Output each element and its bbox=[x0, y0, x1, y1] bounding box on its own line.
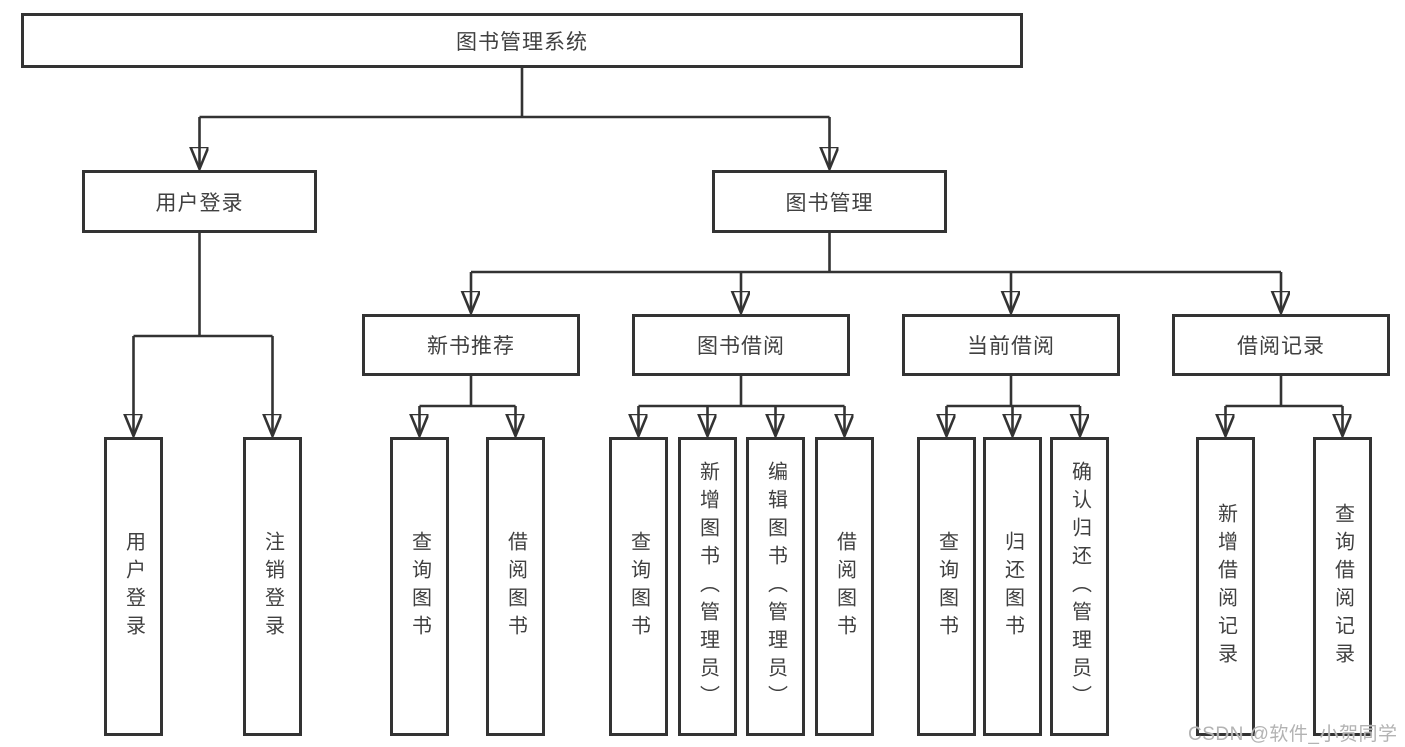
node-book-borrowing-label: 图书借阅 bbox=[697, 335, 785, 358]
leaf-current-return-books-label: 归还图书 bbox=[1001, 530, 1024, 643]
leaf-newbook-borrow-books-label: 借阅图书 bbox=[504, 530, 527, 643]
leaf-current-query-books-label: 查询图书 bbox=[935, 530, 958, 643]
leaf-borrow-borrow-books-label: 借阅图书 bbox=[833, 530, 856, 643]
leaf-borrow-edit-books-admin: 编辑图书（管理员） bbox=[746, 437, 805, 736]
leaf-borrow-edit-books-admin-label: 编辑图书（管理员） bbox=[764, 460, 787, 713]
leaf-current-confirm-return-admin: 确认归还（管理员） bbox=[1050, 437, 1109, 736]
leaf-logout: 注销登录 bbox=[243, 437, 302, 736]
node-book-borrowing: 图书借阅 bbox=[632, 314, 850, 376]
node-library-system-label: 图书管理系统 bbox=[456, 30, 588, 54]
leaf-borrow-add-books-admin-label: 新增图书（管理员） bbox=[696, 460, 719, 713]
node-new-book-recommendation: 新书推荐 bbox=[362, 314, 580, 376]
leaf-logout-label: 注销登录 bbox=[261, 530, 284, 643]
node-library-system: 图书管理系统 bbox=[21, 13, 1023, 68]
leaf-borrow-add-books-admin: 新增图书（管理员） bbox=[678, 437, 737, 736]
leaf-newbook-borrow-books: 借阅图书 bbox=[486, 437, 545, 736]
leaf-record-query-borrow-record: 查询借阅记录 bbox=[1313, 437, 1372, 736]
leaf-borrow-query-books: 查询图书 bbox=[609, 437, 668, 736]
node-borrowing-records-label: 借阅记录 bbox=[1237, 335, 1325, 358]
node-book-management-label: 图书管理 bbox=[785, 191, 874, 215]
node-user-login-label: 用户登录 bbox=[155, 191, 244, 215]
leaf-current-query-books: 查询图书 bbox=[917, 437, 976, 736]
node-new-book-recommendation-label: 新书推荐 bbox=[427, 335, 515, 358]
leaf-record-add-borrow-record-label: 新增借阅记录 bbox=[1214, 502, 1237, 671]
node-current-borrowing: 当前借阅 bbox=[902, 314, 1120, 376]
leaf-user-login-label: 用户登录 bbox=[122, 530, 145, 643]
node-book-management: 图书管理 bbox=[712, 170, 947, 233]
leaf-record-query-borrow-record-label: 查询借阅记录 bbox=[1331, 502, 1354, 671]
leaf-borrow-borrow-books: 借阅图书 bbox=[815, 437, 874, 736]
csdn-watermark: CSDN @软件_小贺同学 bbox=[1188, 724, 1398, 745]
leaf-borrow-query-books-label: 查询图书 bbox=[627, 530, 650, 643]
node-user-login: 用户登录 bbox=[82, 170, 317, 233]
node-borrowing-records: 借阅记录 bbox=[1172, 314, 1390, 376]
leaf-current-confirm-return-admin-label: 确认归还（管理员） bbox=[1068, 460, 1091, 713]
leaf-newbook-query-books: 查询图书 bbox=[390, 437, 449, 736]
node-current-borrowing-label: 当前借阅 bbox=[967, 335, 1055, 358]
leaf-record-add-borrow-record: 新增借阅记录 bbox=[1196, 437, 1255, 736]
leaf-user-login: 用户登录 bbox=[104, 437, 163, 736]
leaf-newbook-query-books-label: 查询图书 bbox=[408, 530, 431, 643]
leaf-current-return-books: 归还图书 bbox=[983, 437, 1042, 736]
